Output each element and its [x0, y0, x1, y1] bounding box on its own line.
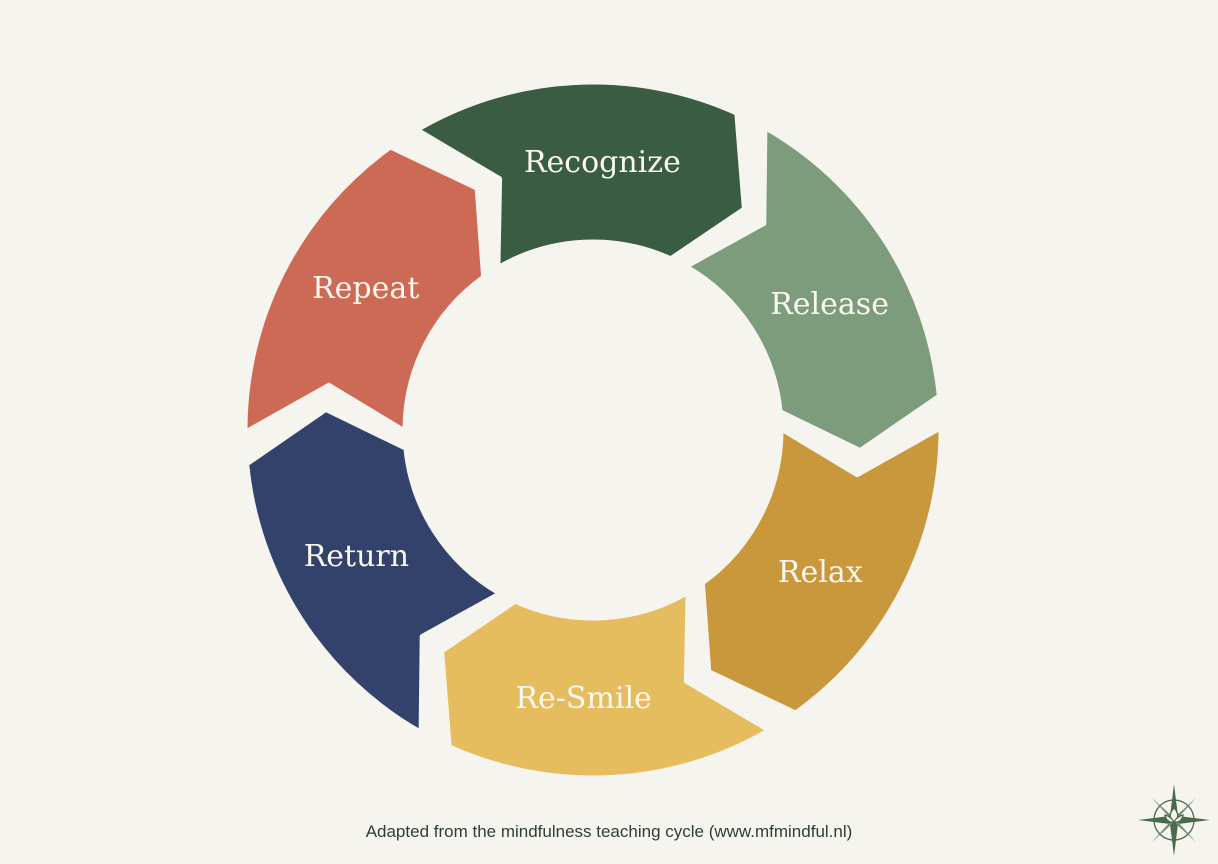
- segment-label-re-smile: Re-Smile: [515, 681, 651, 716]
- cycle-segment-recognize: [414, 79, 747, 271]
- segment-label-return: Return: [304, 539, 409, 574]
- segment-label-repeat: Repeat: [312, 271, 419, 306]
- segment-label-release: Release: [770, 287, 889, 322]
- source-caption: Adapted from the mindfulness teaching cy…: [365, 822, 853, 841]
- segment-label-relax: Relax: [778, 555, 863, 590]
- segment-label-recognize: Recognize: [524, 145, 681, 180]
- cycle-segment-relax: [699, 425, 944, 716]
- cycle-segment-release: [683, 124, 942, 454]
- cycle-segment-repeat: [242, 144, 487, 435]
- cycle-segment-return: [244, 406, 503, 736]
- compass-lotus-icon: [1138, 784, 1210, 856]
- cycle-segment-re-smile: [439, 589, 772, 781]
